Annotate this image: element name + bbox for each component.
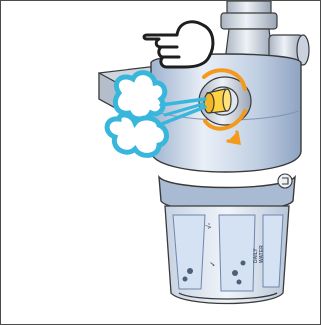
brand-logo-icon <box>278 174 292 188</box>
svg-text:✓: ✓ <box>210 261 217 267</box>
bowl-label-line-2: WATER <box>259 245 265 263</box>
filter-bowl <box>165 206 289 304</box>
svg-text:√-: √- <box>205 222 213 229</box>
